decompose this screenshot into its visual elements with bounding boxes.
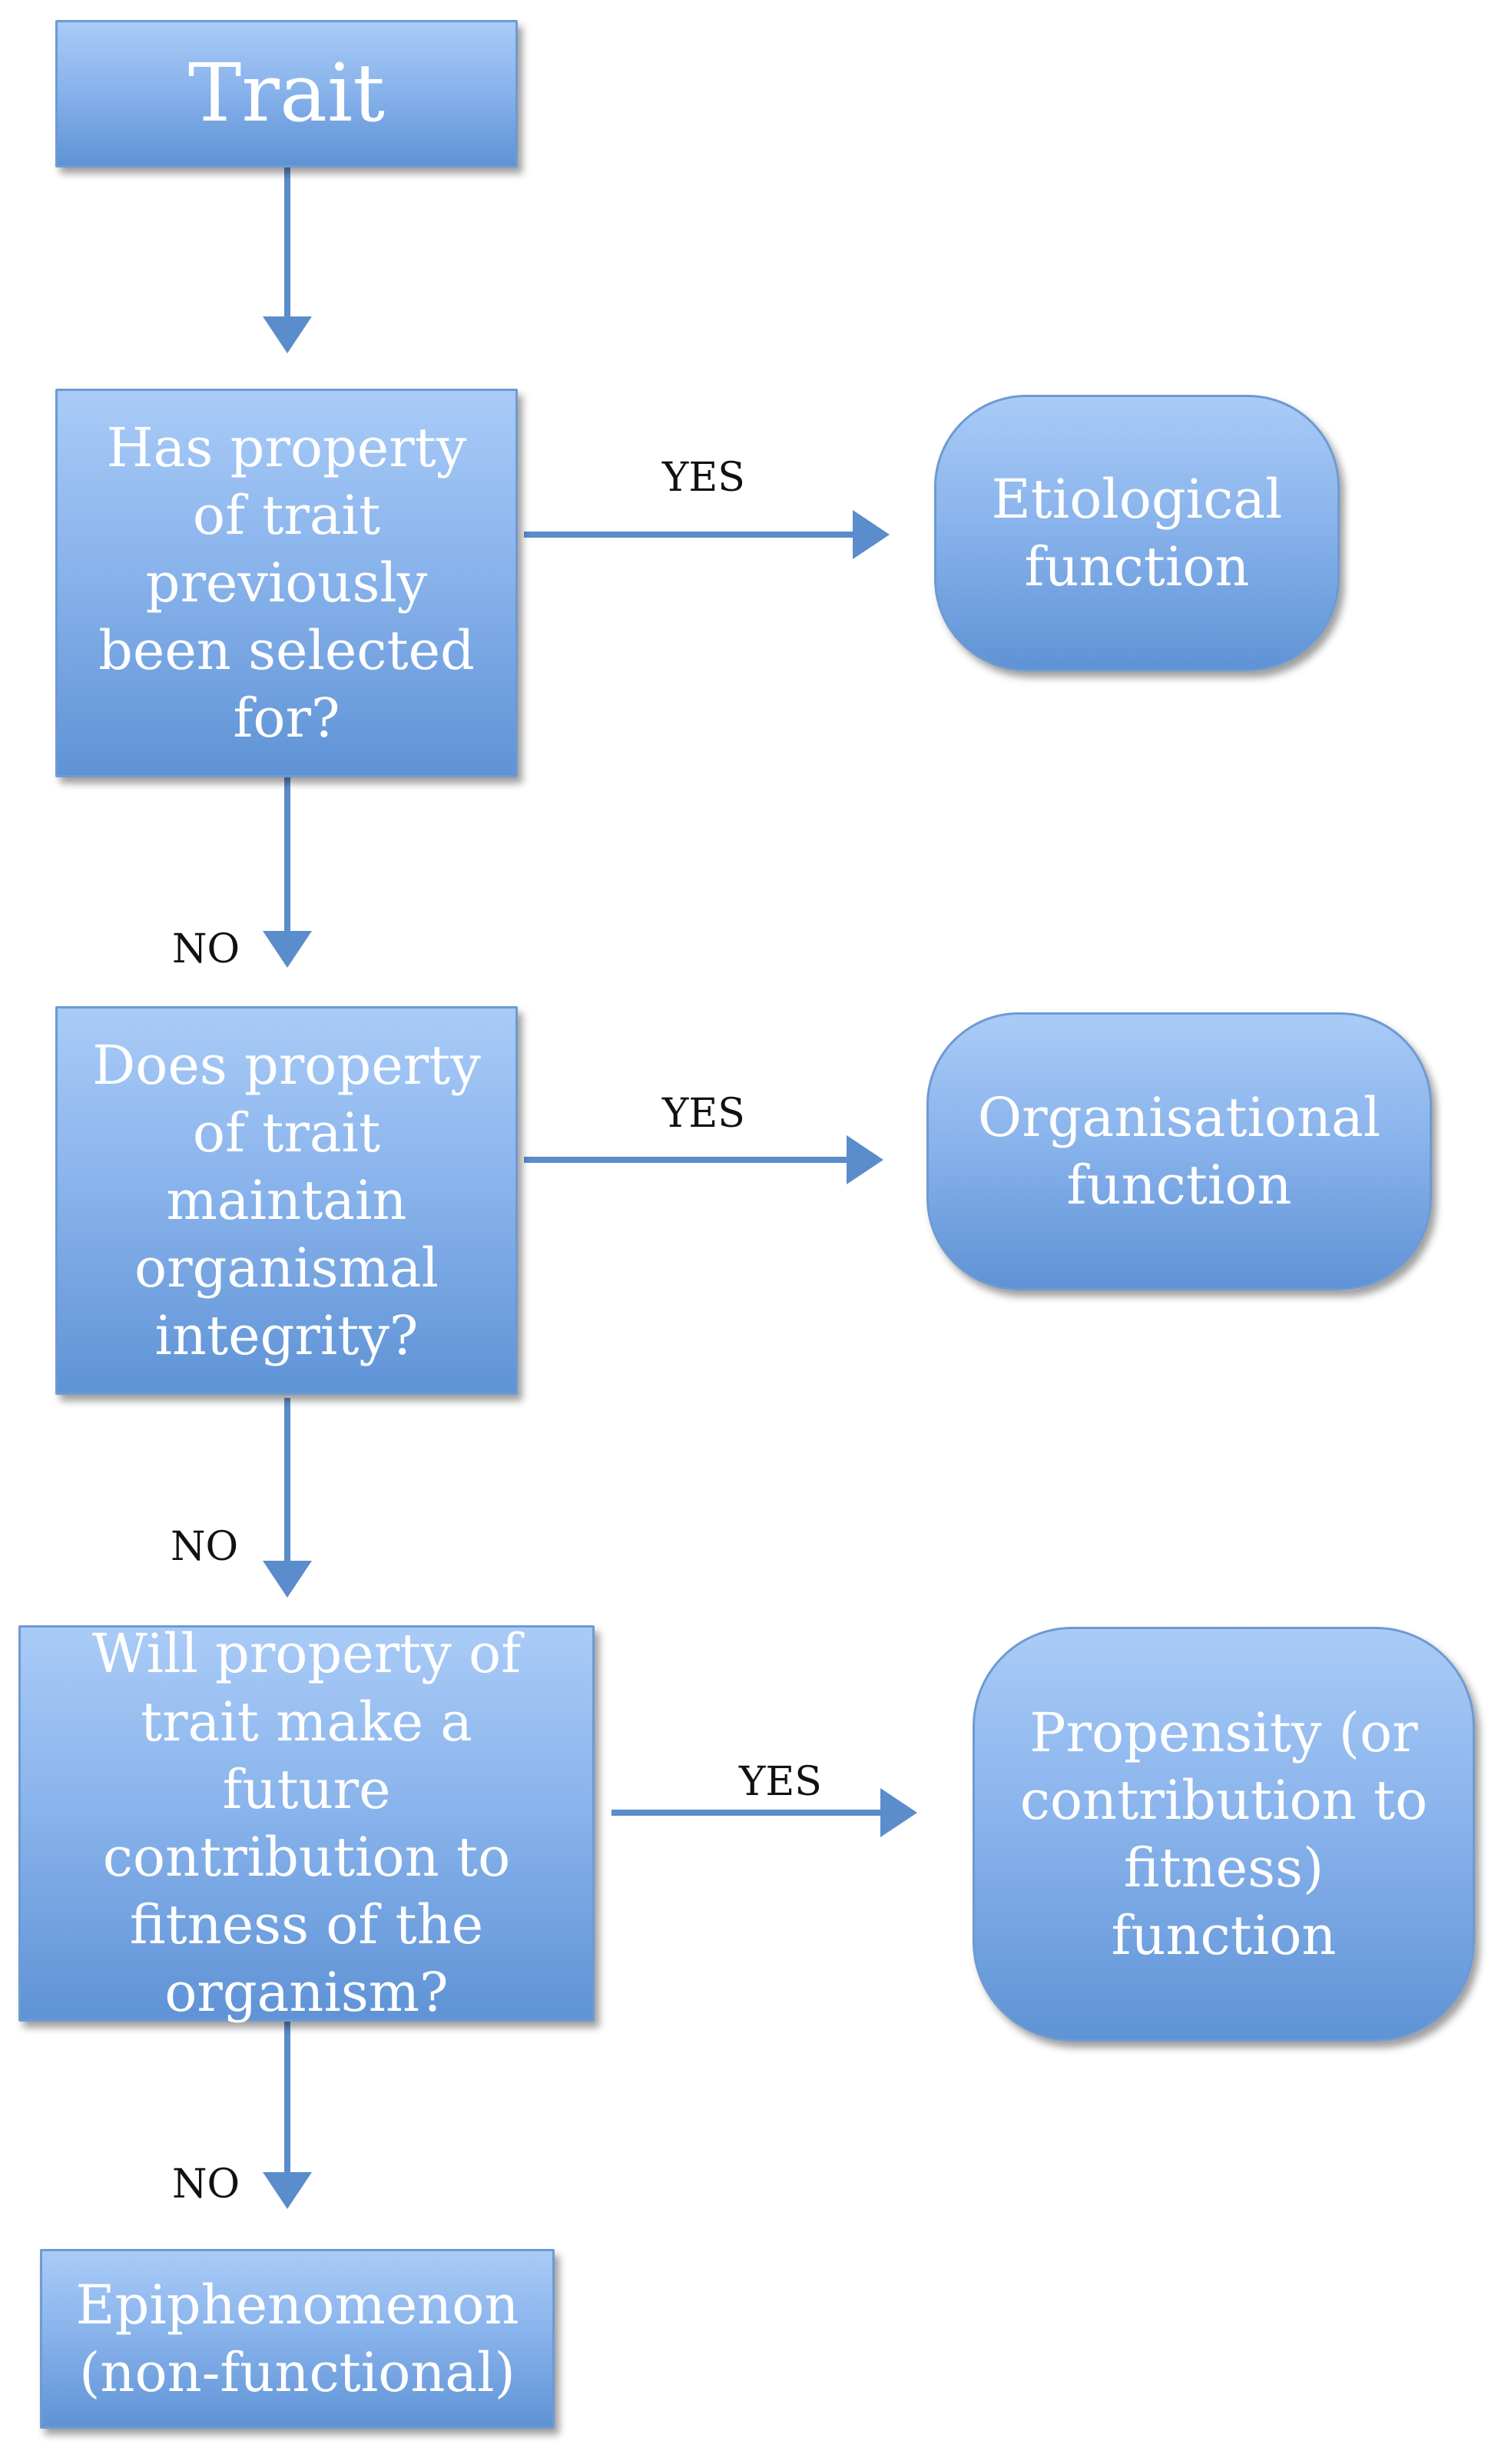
epiphenomenon-text: Epiphenomenon (non-functional)	[75, 2273, 519, 2404]
organisational-function-node: Organisational function	[926, 1012, 1432, 1290]
yes-label-1: YES	[662, 455, 745, 501]
question-selected-box: Has property of trait previously been se…	[55, 389, 518, 777]
epiphenomenon-box: Epiphenomenon (non-functional)	[40, 2249, 555, 2429]
no-label-1: NO	[172, 926, 240, 972]
organisational-function-text: Organisational function	[977, 1085, 1381, 1217]
no-label-3: NO	[172, 2161, 240, 2207]
question-future-box: Will property of trait make a future con…	[18, 1622, 595, 2024]
trait-text: Trait	[187, 46, 386, 141]
propensity-function-text: Propensity (or contribution to fitness) …	[1019, 1701, 1428, 1968]
question-integrity-text: Does property of trait maintain organism…	[92, 1033, 481, 1368]
question-integrity-box: Does property of trait maintain organism…	[55, 1006, 518, 1395]
trait-box: Trait	[55, 20, 518, 167]
etiological-function-text: Etiological function	[991, 467, 1283, 598]
yes-label-2: YES	[662, 1091, 745, 1137]
question-selected-text: Has property of trait previously been se…	[98, 416, 475, 750]
propensity-function-node: Propensity (or contribution to fitness) …	[973, 1627, 1475, 2042]
question-future-text: Will property of trait make a future con…	[91, 1622, 522, 2025]
etiological-function-node: Etiological function	[934, 395, 1340, 671]
no-label-2: NO	[171, 1524, 239, 1570]
yes-label-3: YES	[739, 1759, 822, 1805]
